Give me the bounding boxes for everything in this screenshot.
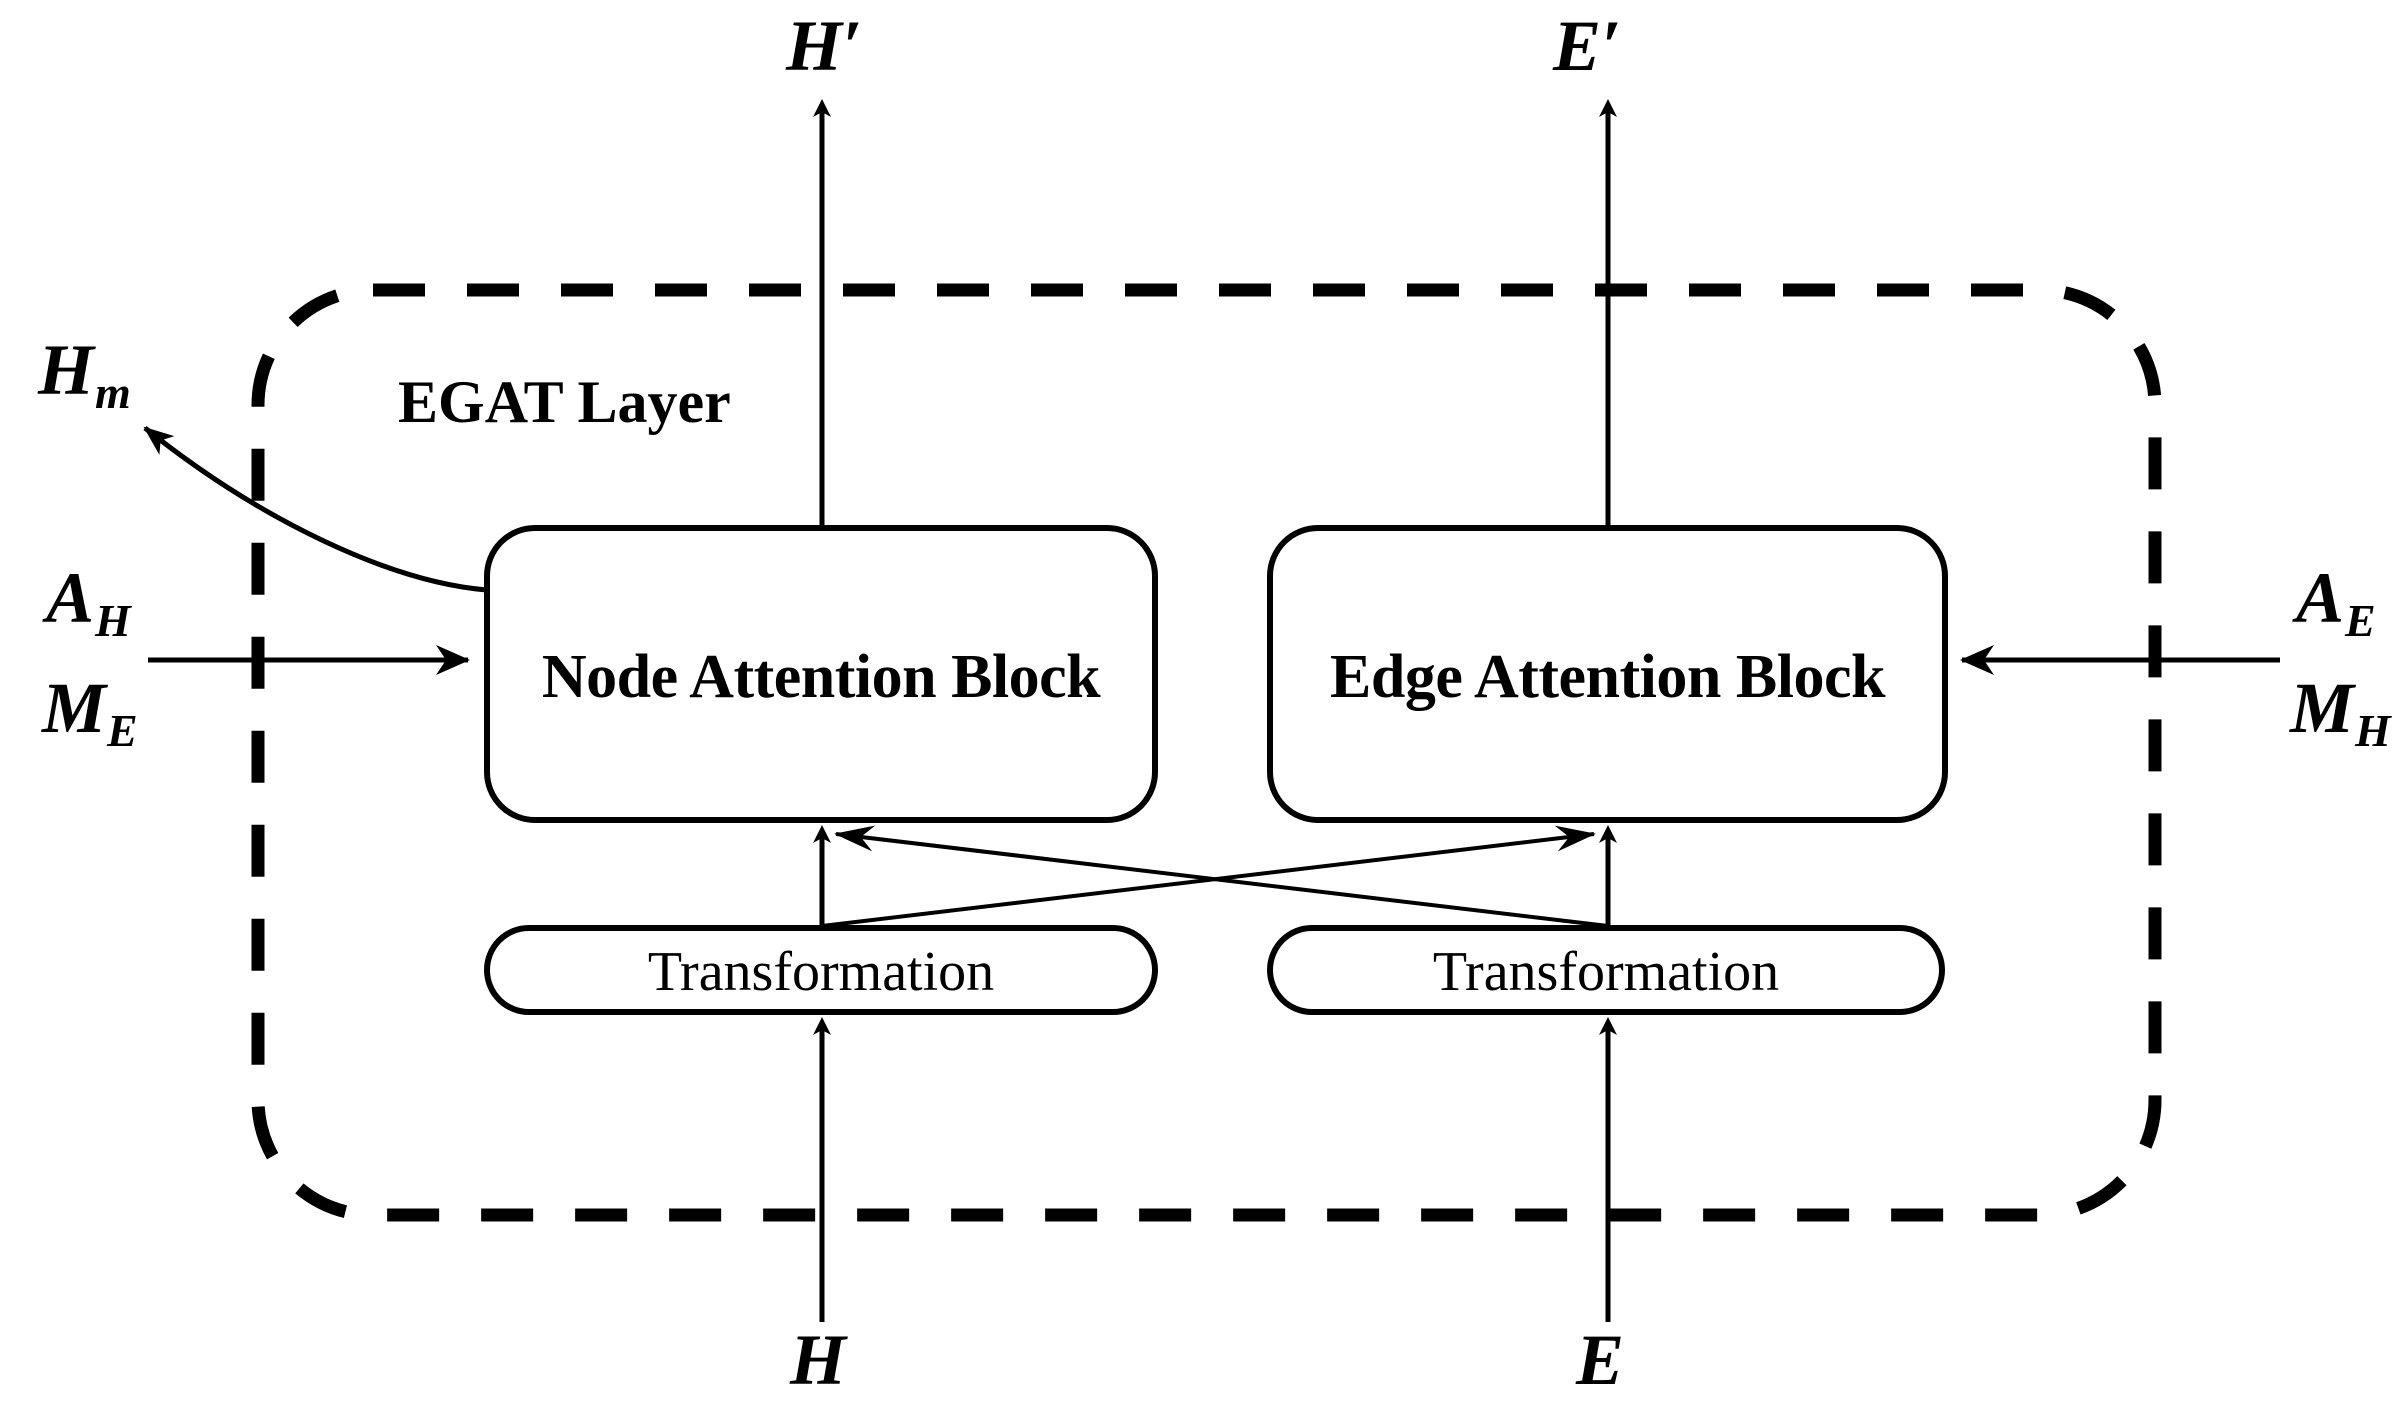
- edge-edge-transformation-to-node-attention-cross: [834, 825, 1609, 928]
- edge-transformation-shape: [1267, 925, 1945, 1015]
- node-output-label: H′: [786, 6, 863, 86]
- node-input-label: H: [790, 1320, 847, 1400]
- right-input-a-e-label: AE: [2296, 558, 2376, 646]
- memory-output-label: Hm: [38, 330, 131, 418]
- edge-attention-block-label[interactable]: Edge Attention Block: [1330, 643, 1885, 711]
- egat-layer-boundary: [251, 283, 2162, 1222]
- egat-layer-title: EGAT Layer: [398, 369, 731, 435]
- edge-input-label: E: [1576, 1320, 1625, 1400]
- left-input-a-h-label: AH: [46, 558, 131, 646]
- node-attention-block-label[interactable]: Node Attention Block: [541, 643, 1101, 711]
- edge-transformation-label[interactable]: Transformation: [1432, 941, 1780, 1003]
- right-input-m-h-label: MH: [2290, 668, 2391, 756]
- edge-node-attention-to-h-m-curve: [143, 426, 488, 593]
- node-transformation-label[interactable]: Transformation: [647, 941, 995, 1003]
- edge-output-label: E′: [1553, 6, 1622, 86]
- left-input-m-e-label: ME: [42, 668, 138, 756]
- node-transformation-shape: [484, 925, 1158, 1015]
